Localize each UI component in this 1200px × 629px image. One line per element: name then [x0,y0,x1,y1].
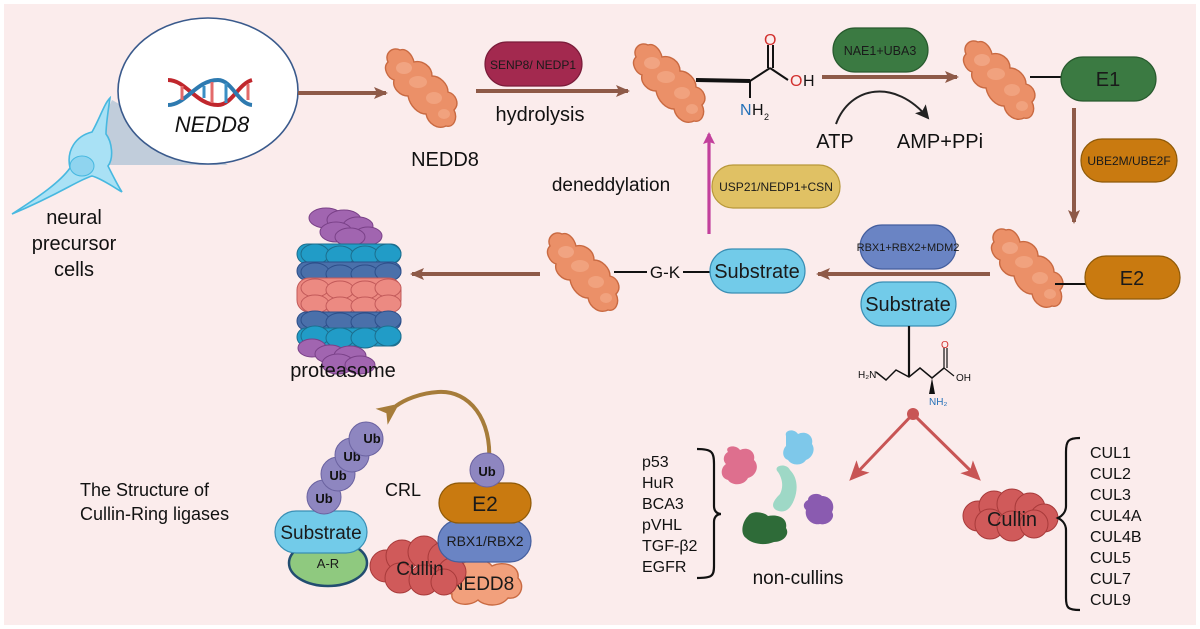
gene-label: NEDD8 [175,112,250,137]
crl-e2: E2 [438,482,532,524]
non-cullin-item-5: EGFR [642,559,686,576]
crl-title-line-2: Cullin-Ring ligases [80,504,229,524]
neddylated-nedd8-protein [546,232,620,312]
ub-4-label: Ub [363,431,380,446]
crl-rbx-label: RBX1/RBX2 [446,533,523,549]
amine-n-label: N [740,102,752,119]
amine-h-label: H [752,102,764,119]
non-cullin-item-1: HuR [642,475,674,492]
gk-linker-label: G-K [650,263,681,282]
atp-label: ATP [816,131,853,153]
rbx-mdm2-label: RBX1+RBX2+MDM2 [857,242,960,254]
crl-nedd8-label: NEDD8 [450,574,514,595]
ubiquitin-transfer-arrow [375,389,492,463]
crl-cullin-label: Cullin [396,559,444,580]
nedd8-label: NEDD8 [411,149,479,171]
crl-substrate: Substrate [274,510,368,554]
branch-arrows [849,408,981,481]
cullin-item-7: CUL9 [1090,592,1131,609]
cell-label: neural precursor cells [32,207,117,281]
cullin-item-5: CUL5 [1090,550,1131,567]
mature-nedd8-protein [632,43,706,123]
crl-ub-single: Ub [469,452,505,488]
ub-1-label: Ub [315,491,332,506]
ube2m-label: UBE2M/UBE2F [1087,154,1170,168]
lysine-structure: H₂N O OH NH₂ [858,326,971,408]
cullin-item-1: CUL2 [1090,466,1131,483]
neddylated-substrate: Substrate [709,248,806,294]
lysine-oh-label: OH [956,373,971,384]
ub-chain: Ub Ub Ub Ub [306,421,384,515]
neddylation-pathway-diagram: NEDD8 neural precursor cells NEDD8 SENP8… [11,17,1181,612]
crl-substrate-label: Substrate [280,523,361,544]
proteasome-label: proteasome [290,360,396,382]
branch-to-non-cullins [849,412,915,481]
cullin-item-4: CUL4B [1090,529,1142,546]
dna-icon [167,77,253,108]
hydrolysis-label: hydrolysis [496,104,585,126]
crl-ub-single-label: Ub [478,464,495,479]
gene-bubble: NEDD8 [117,17,299,165]
non-cullin-proteins-icon [721,430,834,545]
cell-label-line-2: precursor [32,233,117,255]
nae1-label: NAE1+UBA3 [844,44,917,58]
cullin-brace [1055,436,1081,612]
non-cullin-item-2: BCA3 [642,496,684,513]
hydroxyl-h-label: H [803,73,815,90]
e2-enzyme: E2 [1084,255,1181,300]
non-cullins-label: non-cullins [753,568,844,589]
ub-2-label: Ub [329,468,346,483]
amp-ppi-label: AMP+PPi [897,131,983,153]
target-substrate-label: Substrate [865,294,951,316]
cullin-item-2: CUL3 [1090,487,1131,504]
amine-subscript: 2 [764,112,769,122]
nedd8-e2-protein [990,228,1064,308]
nedd8-precursor-protein [384,48,458,128]
oxygen-label: O [764,32,776,49]
e2-label: E2 [1120,268,1144,290]
ub-4: Ub [348,421,384,457]
cell-label-line-1: neural [46,207,102,229]
crl-e2-label: E2 [472,493,498,516]
usp21-nedp1-csn-enzyme: USP21/NEDP1+CSN [711,164,841,209]
ube2m-ube2f-enzyme: UBE2M/UBE2F [1080,138,1178,183]
nedd8-e1-protein [962,40,1036,120]
crl-rbx: RBX1/RBX2 [437,519,532,563]
deneddylation-label: deneddylation [552,175,670,196]
lysine-h2n-label: H₂N [858,370,876,381]
target-substrate: Substrate [860,281,957,327]
e1-label: E1 [1096,69,1120,91]
crl-title-line-1: The Structure of [80,480,210,500]
crl-label: CRL [385,480,421,500]
non-cullin-item-0: p53 [642,454,669,471]
glycine-structure: O O H N H 2 [695,32,815,122]
senp8-label: SENP8/ NEDP1 [490,58,576,72]
branch-to-cullins [911,412,981,481]
rbx-mdm2-enzyme: RBX1+RBX2+MDM2 [857,224,960,270]
lysine-nh2-label: NH₂ [929,397,947,408]
cell-label-line-3: cells [54,259,94,281]
atp-consumption-arrow [835,90,930,125]
cullin-item-0: CUL1 [1090,445,1131,462]
adaptor-label: A-R [317,556,339,571]
cullin-item-3: CUL4A [1090,508,1142,525]
non-cullin-list: p53 HuR BCA3 pVHL TGF-β2 EGFR [642,454,698,576]
cullin-item-6: CUL7 [1090,571,1131,588]
crl-cullin: Cullin [369,535,467,596]
neddylated-substrate-label: Substrate [714,261,800,283]
diagram-canvas: NEDD8 neural precursor cells NEDD8 SENP8… [4,4,1196,625]
nae1-uba3-enzyme: NAE1+UBA3 [832,27,929,73]
cullin-list: CUL1 CUL2 CUL3 CUL4A CUL4B CUL5 CUL7 CUL… [1090,445,1142,609]
non-cullin-item-3: pVHL [642,517,682,534]
hydroxyl-o-label: O [790,73,802,90]
cullin-label: Cullin [987,509,1037,531]
e1-enzyme: E1 [1060,56,1157,102]
usp21-label: USP21/NEDP1+CSN [719,180,833,194]
proteasome-icon [296,207,402,375]
non-cullin-brace [696,447,722,580]
senp8-nedp1-enzyme: SENP8/ NEDP1 [484,41,583,87]
lysine-o-label: O [941,340,949,351]
non-cullin-item-4: TGF-β2 [642,538,698,555]
cullin-icon: Cullin [962,488,1059,542]
